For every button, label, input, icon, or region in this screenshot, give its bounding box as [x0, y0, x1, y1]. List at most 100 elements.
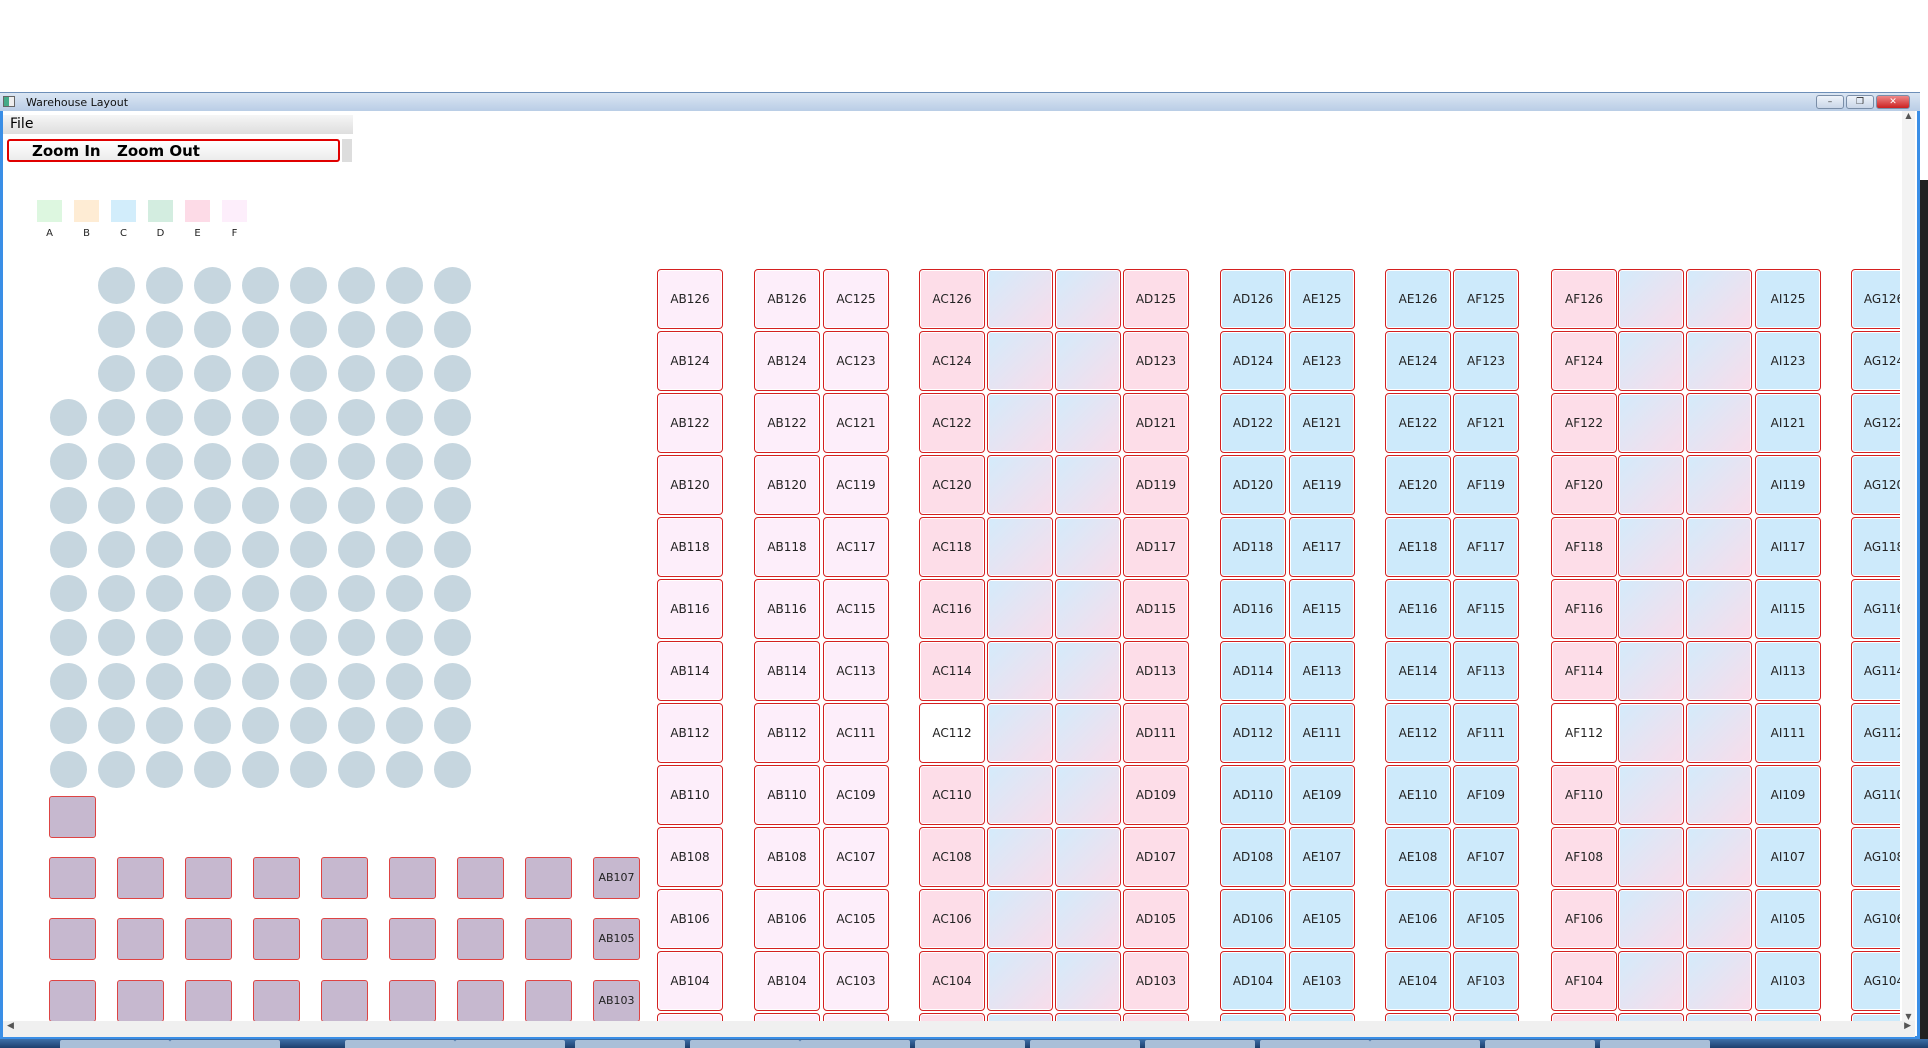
rack-cell[interactable]: AB114: [754, 641, 820, 701]
rack-cell[interactable]: AE122: [1385, 393, 1451, 453]
storage-circle[interactable]: [338, 487, 375, 524]
toolbar-overflow-grip[interactable]: [342, 139, 352, 162]
rack-cell-empty[interactable]: [1055, 951, 1121, 1011]
storage-circle[interactable]: [386, 399, 423, 436]
rack-cell[interactable]: AF107: [1453, 827, 1519, 887]
rack-cell[interactable]: AI107: [1755, 827, 1821, 887]
rack-cell[interactable]: AB108: [754, 827, 820, 887]
storage-circle[interactable]: [434, 531, 471, 568]
storage-circle[interactable]: [242, 311, 279, 348]
storage-circle[interactable]: [386, 531, 423, 568]
rack-cell[interactable]: AB104: [657, 951, 723, 1011]
rack-cell[interactable]: AD125: [1123, 269, 1189, 329]
storage-bay[interactable]: [457, 918, 504, 960]
zoom-in-button[interactable]: Zoom In: [32, 142, 101, 160]
rack-cell[interactable]: AI105: [1755, 889, 1821, 949]
storage-bay[interactable]: [525, 980, 572, 1021]
rack-cell[interactable]: AF116: [1551, 579, 1617, 639]
rack-cell-empty[interactable]: [987, 765, 1053, 825]
storage-circle[interactable]: [194, 443, 231, 480]
rack-cell-empty[interactable]: [987, 269, 1053, 329]
rack-cell[interactable]: AE103: [1289, 951, 1355, 1011]
storage-circle[interactable]: [50, 751, 87, 788]
storage-circle[interactable]: [290, 751, 327, 788]
rack-cell[interactable]: AD106: [1220, 889, 1286, 949]
rack-cell-empty[interactable]: [1618, 827, 1684, 887]
rack-cell[interactable]: AE123: [1289, 331, 1355, 391]
storage-circle[interactable]: [242, 751, 279, 788]
rack-cell-empty[interactable]: [987, 517, 1053, 577]
storage-circle[interactable]: [290, 619, 327, 656]
storage-circle[interactable]: [146, 707, 183, 744]
storage-bay[interactable]: [389, 857, 436, 899]
taskbar-item[interactable]: [915, 1040, 1025, 1048]
rack-cell-empty[interactable]: [987, 1013, 1053, 1021]
rack-cell[interactable]: AD105: [1123, 889, 1189, 949]
rack-cell[interactable]: AB126: [657, 269, 723, 329]
storage-circle[interactable]: [386, 707, 423, 744]
storage-circle[interactable]: [290, 311, 327, 348]
storage-circle[interactable]: [98, 663, 135, 700]
rack-cell-empty[interactable]: [1618, 331, 1684, 391]
storage-circle[interactable]: [194, 399, 231, 436]
rack-cell-empty[interactable]: [1618, 1013, 1684, 1021]
storage-circle[interactable]: [98, 707, 135, 744]
rack-cell-empty[interactable]: [987, 827, 1053, 887]
rack-cell[interactable]: AB118: [657, 517, 723, 577]
storage-bay[interactable]: [253, 980, 300, 1021]
rack-cell[interactable]: AB116: [657, 579, 723, 639]
rack-cell-empty[interactable]: [1686, 517, 1752, 577]
storage-circle[interactable]: [98, 399, 135, 436]
storage-bay[interactable]: [389, 918, 436, 960]
rack-cell[interactable]: AG110: [1851, 765, 1900, 825]
rack-cell[interactable]: [1289, 1013, 1355, 1021]
rack-cell[interactable]: AD111: [1123, 703, 1189, 763]
taskbar-item[interactable]: [60, 1040, 170, 1048]
rack-cell[interactable]: AG122: [1851, 393, 1900, 453]
storage-circle[interactable]: [434, 751, 471, 788]
rack-cell[interactable]: AD115: [1123, 579, 1189, 639]
rack-cell-empty[interactable]: [1618, 517, 1684, 577]
rack-cell[interactable]: AF118: [1551, 517, 1617, 577]
rack-cell[interactable]: [1551, 1013, 1617, 1021]
rack-cell[interactable]: AF120: [1551, 455, 1617, 515]
storage-bay[interactable]: [117, 857, 164, 899]
storage-circle[interactable]: [290, 707, 327, 744]
storage-bay[interactable]: [321, 857, 368, 899]
storage-circle[interactable]: [98, 355, 135, 392]
rack-cell-empty[interactable]: [1055, 269, 1121, 329]
rack-cell-empty[interactable]: [1055, 703, 1121, 763]
taskbar-item[interactable]: [575, 1040, 685, 1048]
storage-circle[interactable]: [50, 707, 87, 744]
rack-cell[interactable]: AC124: [919, 331, 985, 391]
rack-cell-empty[interactable]: [987, 393, 1053, 453]
rack-cell[interactable]: AC121: [823, 393, 889, 453]
rack-cell[interactable]: AB112: [657, 703, 723, 763]
rack-cell[interactable]: AE126: [1385, 269, 1451, 329]
rack-cell[interactable]: AG104: [1851, 951, 1900, 1011]
storage-circle[interactable]: [290, 531, 327, 568]
rack-cell-empty[interactable]: [1618, 765, 1684, 825]
storage-bay[interactable]: [457, 980, 504, 1021]
rack-cell[interactable]: AE125: [1289, 269, 1355, 329]
rack-cell[interactable]: AC123: [823, 331, 889, 391]
rack-cell[interactable]: AC105: [823, 889, 889, 949]
close-button[interactable]: ✕: [1876, 95, 1910, 109]
rack-cell[interactable]: AB112: [754, 703, 820, 763]
rack-cell[interactable]: AE120: [1385, 455, 1451, 515]
rack-cell[interactable]: AC115: [823, 579, 889, 639]
storage-circle[interactable]: [98, 619, 135, 656]
taskbar-item[interactable]: [1030, 1040, 1140, 1048]
storage-circle[interactable]: [242, 575, 279, 612]
rack-cell[interactable]: AE110: [1385, 765, 1451, 825]
rack-cell[interactable]: AG116: [1851, 579, 1900, 639]
storage-circle[interactable]: [98, 487, 135, 524]
storage-circle[interactable]: [290, 443, 327, 480]
rack-cell[interactable]: AB116: [754, 579, 820, 639]
storage-circle[interactable]: [434, 487, 471, 524]
storage-circle[interactable]: [434, 707, 471, 744]
storage-circle[interactable]: [386, 355, 423, 392]
rack-cell-empty[interactable]: [987, 641, 1053, 701]
storage-circle[interactable]: [290, 399, 327, 436]
storage-circle[interactable]: [50, 575, 87, 612]
